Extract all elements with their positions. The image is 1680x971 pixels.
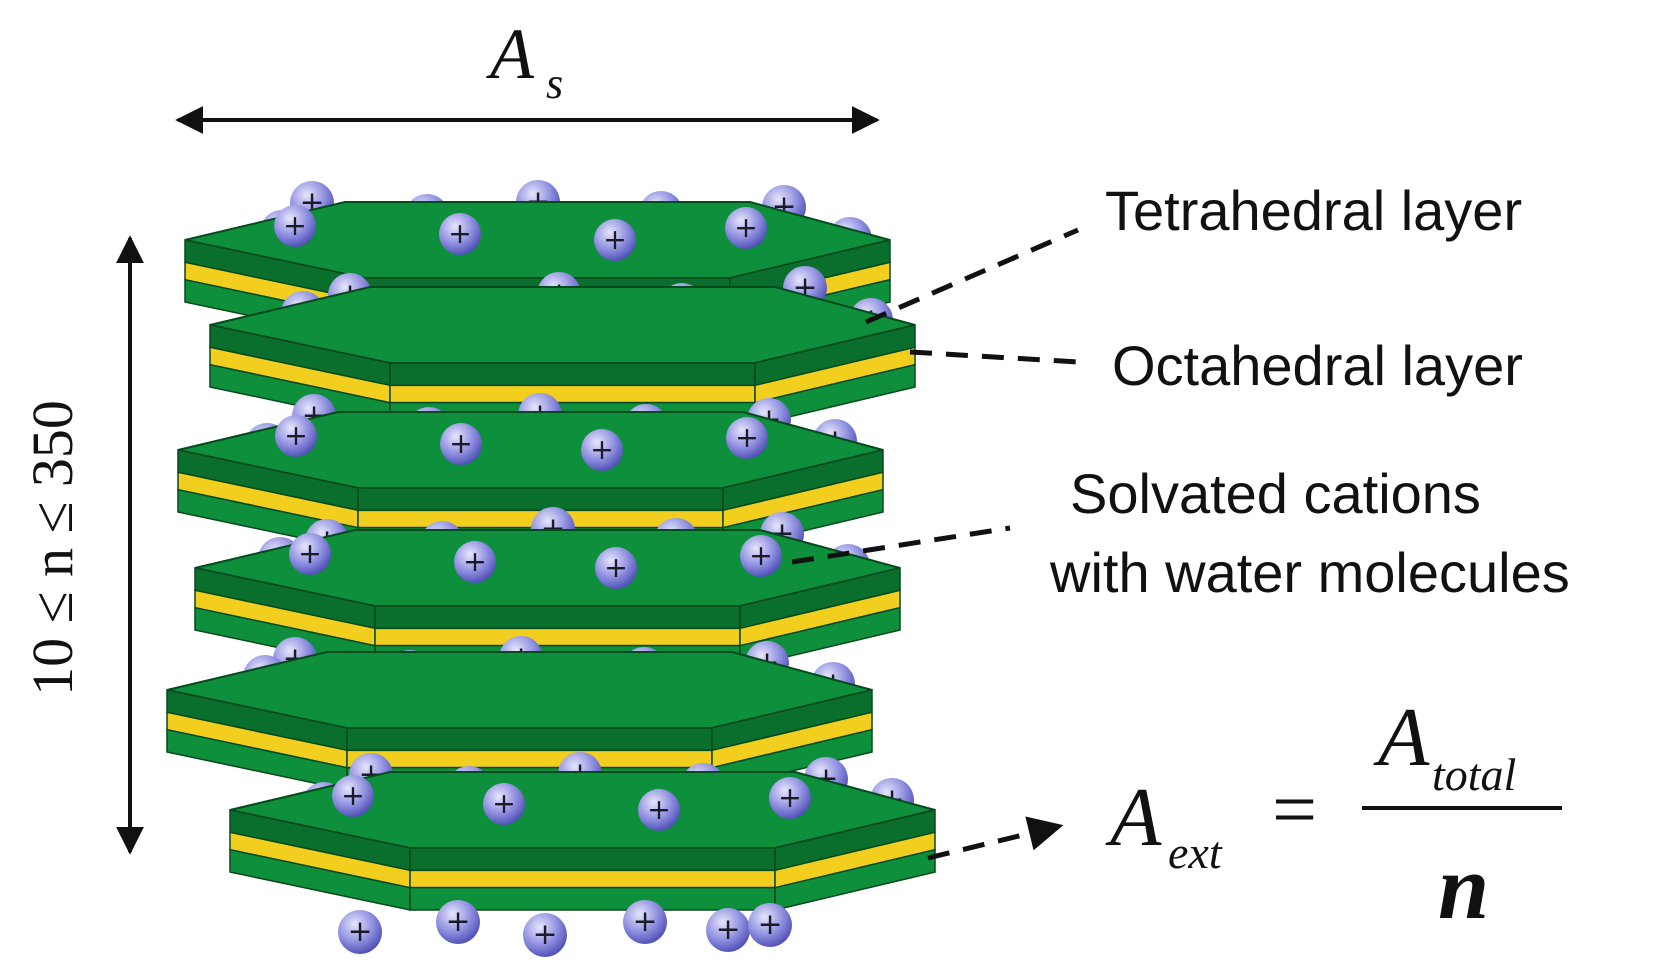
octahedral-sheet <box>346 749 713 769</box>
tetrahedral-sheet-upper <box>389 362 756 387</box>
layer-count-range: 10 ≤ n ≤ 350 <box>20 400 85 696</box>
label-octahedral-layer: Octahedral layer <box>1112 334 1523 397</box>
surface-cations: + + + + <box>289 533 782 589</box>
cation-icon: + <box>436 900 480 944</box>
width-dimension: A s <box>175 14 880 134</box>
formula-denominator: n <box>1438 836 1489 938</box>
surface-cations: + + + + <box>274 205 767 261</box>
cation-icon: + <box>523 913 567 957</box>
svg-text:+: + <box>603 223 627 256</box>
svg-text:+: + <box>758 907 783 942</box>
cation-icon: + <box>581 429 623 471</box>
svg-text:+: + <box>734 211 758 244</box>
bottom-cations: + + + + + + <box>338 900 792 957</box>
width-subscript: s <box>546 59 563 108</box>
leader-octahedral <box>909 349 1079 365</box>
cation-icon: + <box>594 219 636 261</box>
svg-text:+: + <box>633 904 658 939</box>
cation-icon: + <box>726 417 768 459</box>
svg-text:+: + <box>463 545 487 578</box>
svg-text:+: + <box>284 419 308 452</box>
formula-lhs-subscript: ext <box>1168 827 1223 878</box>
svg-text:+: + <box>341 779 365 812</box>
formula-numerator-subscript: total <box>1432 749 1516 800</box>
svg-text:+: + <box>604 551 628 584</box>
leader-tetrahedral <box>865 227 1079 325</box>
leader-lines <box>791 227 1079 861</box>
cation-icon: + <box>595 547 637 589</box>
cation-icon: + <box>289 533 331 575</box>
cation-icon: + <box>440 423 482 465</box>
svg-text:+: + <box>749 539 773 572</box>
cation-icon: + <box>623 900 667 944</box>
octahedral-sheet <box>409 869 776 889</box>
formula-lhs-symbol: A <box>1105 771 1162 864</box>
cation-icon: + <box>338 910 382 954</box>
cation-icon: + <box>483 783 525 825</box>
clay-layer: +++++++++++ <box>166 636 873 791</box>
svg-text:+: + <box>348 914 373 949</box>
cation-icon: + <box>332 775 374 817</box>
svg-text:+: + <box>647 793 671 826</box>
octahedral-sheet <box>374 627 741 647</box>
leader-cations <box>791 525 1011 565</box>
clay-layer-stack: ++++++++++++++++++++++++++++++++++++++++… <box>166 180 936 957</box>
svg-text:+: + <box>492 787 516 820</box>
cation-icon: + <box>748 903 792 947</box>
tetrahedral-sheet-upper <box>346 727 713 752</box>
label-solvated-cations: Solvated cations <box>1070 462 1481 525</box>
height-dimension: 10 ≤ n ≤ 350 <box>20 235 144 855</box>
svg-text:+: + <box>283 209 307 242</box>
svg-text:+: + <box>448 217 472 250</box>
cation-icon: + <box>638 789 680 831</box>
cation-icon: + <box>439 213 481 255</box>
width-symbol: A <box>486 14 535 94</box>
svg-text:+: + <box>446 904 471 939</box>
label-tetrahedral-layer: Tetrahedral layer <box>1105 179 1522 242</box>
clay-layer: +++++++++++++++ <box>177 393 884 551</box>
formula-numerator-symbol: A <box>1373 691 1430 784</box>
tetrahedral-sheet-lower <box>774 848 936 911</box>
svg-text:+: + <box>735 421 759 454</box>
svg-text:+: + <box>716 912 741 947</box>
surface-cations: + + + + <box>275 415 768 471</box>
external-area-formula: A ext = A total n <box>1105 691 1562 938</box>
clay-layer: +++++++++++++++ <box>194 507 901 669</box>
cation-icon: + <box>740 535 782 577</box>
clay-layer: +++++++++++++++ <box>229 752 936 911</box>
cation-icon: + <box>769 777 811 819</box>
svg-text:+: + <box>449 427 473 460</box>
cation-icon: + <box>706 908 750 952</box>
surface-cations: + + + + <box>332 775 811 831</box>
cation-icon: + <box>275 415 317 457</box>
cation-icon: + <box>725 207 767 249</box>
cation-icon: + <box>454 541 496 583</box>
tetrahedral-sheet-upper <box>409 847 776 872</box>
svg-text:+: + <box>778 781 802 814</box>
svg-text:+: + <box>533 917 558 952</box>
leader-formula <box>927 816 1064 861</box>
cation-icon: + <box>274 205 316 247</box>
label-with-water-molecules: with water molecules <box>1049 541 1570 604</box>
formula-equals: = <box>1272 766 1317 854</box>
svg-text:+: + <box>590 433 614 466</box>
svg-text:+: + <box>298 537 322 570</box>
octahedral-sheet <box>389 384 756 404</box>
tetrahedral-sheet-upper <box>374 605 741 630</box>
tetrahedral-sheet-upper <box>357 487 724 512</box>
clay-layer: +++++++++++ <box>209 266 916 426</box>
